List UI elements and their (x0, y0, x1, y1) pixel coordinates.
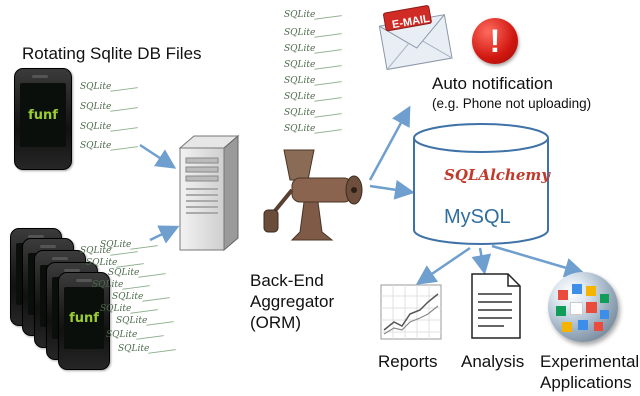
sqlite-file: SQLite (80, 246, 138, 256)
sqlite-file: SQLite (284, 108, 342, 118)
aggregator-line: (ORM) (250, 313, 301, 332)
sqlite-file: SQLite (100, 304, 158, 314)
arrow-phones-to-server (139, 143, 177, 169)
arrow-phonestack-to-server (149, 225, 180, 244)
alert-symbol: ! (489, 23, 501, 59)
reports-chart-icon (380, 284, 442, 340)
sqlite-file: SQLite (80, 102, 138, 112)
notification-subtitle: (e.g. Phone not uploading) (432, 96, 592, 111)
sqlite-file: SQLite (92, 280, 150, 290)
database-icon (413, 123, 549, 245)
arrow-to-database (369, 179, 415, 200)
aggregator-label: Back-End Aggregator (ORM) (250, 270, 334, 333)
sqlite-file: SQLite (112, 292, 170, 302)
phone-brand: funf (69, 310, 99, 326)
applications-label: Applications (540, 373, 632, 392)
sqlalchemy-logo: SQLAlchemy (444, 166, 550, 184)
alert-icon: ! (472, 18, 518, 64)
reports-label: Reports (378, 352, 438, 371)
title: Rotating Sqlite DB Files (22, 44, 202, 63)
sqlite-file: SQLite (284, 76, 342, 86)
apps-sphere-icon (548, 272, 618, 342)
sqlite-file: SQLite (80, 122, 138, 132)
sqlite-file: SQLite (284, 92, 342, 102)
analysis-label: Analysis (461, 352, 525, 371)
sqlite-file: SQLite (284, 10, 342, 20)
arrow-to-notification (368, 105, 411, 181)
sqlite-file: SQLite (86, 258, 144, 268)
aggregator-line: Aggregator (250, 292, 335, 311)
mysql-logo: MySQL (444, 206, 511, 228)
aggregator-line: Back-End (250, 271, 324, 290)
arrow-to-analysis (471, 247, 492, 275)
sqlite-file: SQLite (284, 60, 342, 70)
sqlite-file: SQLite (106, 330, 164, 340)
sqlite-file: SQLite (118, 344, 176, 354)
arrow-to-experimental (491, 244, 585, 278)
sqlite-file: SQLite (284, 124, 342, 134)
phone-icon: funf (58, 272, 110, 370)
server-icon (178, 134, 240, 252)
sqlite-file: SQLite (108, 268, 166, 278)
sqlite-file: SQLite (80, 141, 138, 151)
phone-brand: funf (28, 107, 58, 123)
phone-icon: funf (14, 68, 72, 170)
analysis-document-icon (471, 273, 521, 339)
experimental-label: Experimental (540, 352, 640, 371)
sqlite-file: SQLite (116, 316, 174, 326)
meat-grinder-icon (263, 149, 363, 241)
sqlite-file: SQLite (80, 82, 138, 92)
sqlite-file: SQLite (284, 28, 342, 38)
sqlite-file: SQLite (284, 44, 342, 54)
notification-title: Auto notification (432, 74, 553, 93)
sqlite-file: SQLite (100, 240, 158, 250)
arrow-to-reports (415, 246, 471, 285)
email-icon (378, 5, 453, 71)
